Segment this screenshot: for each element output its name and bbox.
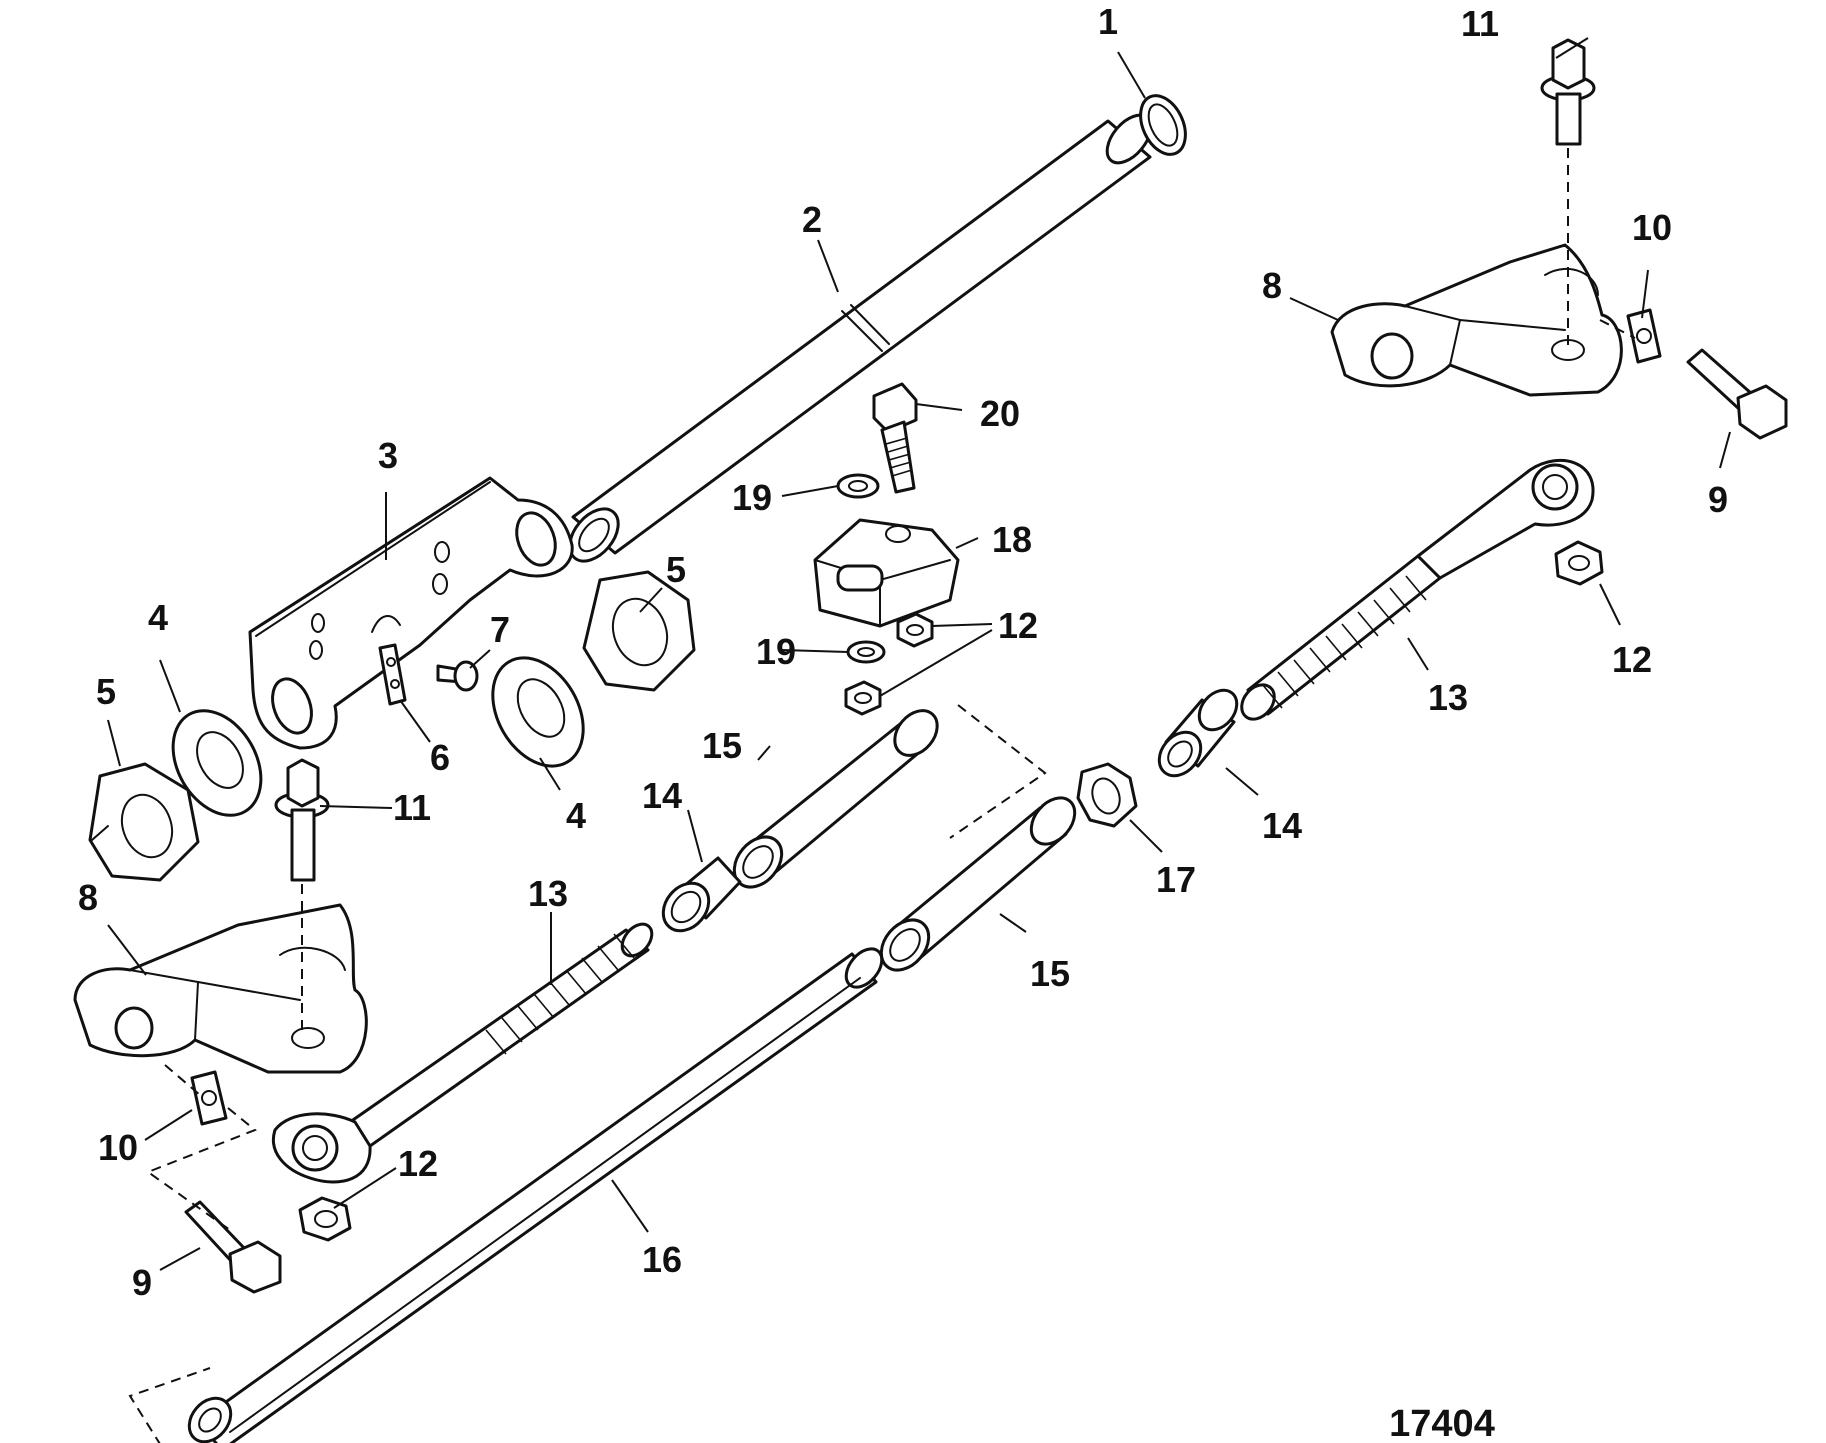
part-5-hex-nut-right xyxy=(582,570,696,692)
part-10-clip-right xyxy=(1626,308,1662,364)
callout-6: 6 xyxy=(430,737,450,778)
callout-15: 15 xyxy=(702,725,742,766)
part-2-tube xyxy=(568,113,1153,563)
callout-4: 4 xyxy=(148,597,168,638)
callout-14: 14 xyxy=(642,775,682,816)
part-8-yoke-left xyxy=(73,903,368,1074)
callout-5: 5 xyxy=(96,671,116,712)
part-11-flange-bolt-left xyxy=(274,758,330,882)
part-6-plate xyxy=(378,643,407,706)
callout-12: 12 xyxy=(1612,639,1652,680)
part-17-nut xyxy=(1076,762,1138,828)
figure-number: 17404 xyxy=(1389,1403,1495,1443)
part-8-yoke-right xyxy=(1330,243,1623,397)
callout-1: 1 xyxy=(1098,1,1118,42)
part-3-bracket xyxy=(248,476,574,750)
part-13-rod-end-right xyxy=(1240,459,1595,721)
callout-8: 8 xyxy=(1262,265,1282,306)
callout-9: 9 xyxy=(132,1262,152,1303)
callout-11: 11 xyxy=(393,787,431,828)
callout-17: 17 xyxy=(1156,859,1196,900)
part-1-o-ring xyxy=(1139,94,1187,156)
part-18-clamp-block xyxy=(813,518,960,628)
callout-16: 16 xyxy=(642,1239,682,1280)
part-13-rod-end-left xyxy=(272,922,654,1184)
leader-lines xyxy=(107,37,1731,1271)
part-15-spacer-lower xyxy=(879,796,1077,972)
part-4-washer-right xyxy=(491,656,585,768)
callout-15: 15 xyxy=(1030,953,1070,994)
part-19-washer-upper xyxy=(836,473,880,499)
callout-7: 7 xyxy=(490,609,510,650)
part-11-flange-bolt-right xyxy=(1540,38,1596,146)
part-14-bushing-right xyxy=(1157,688,1239,778)
callout-19: 19 xyxy=(756,631,796,672)
part-4-washer-left xyxy=(171,709,263,817)
callout-14: 14 xyxy=(1262,805,1302,846)
part-5-hex-nut-left xyxy=(88,762,200,882)
part-20-bolt xyxy=(872,382,918,494)
part-7-screw xyxy=(436,660,479,692)
part-12-nut-middle xyxy=(844,680,882,716)
callout-11: 11 xyxy=(1461,3,1499,44)
callout-5: 5 xyxy=(666,549,686,590)
part-10-clip-left xyxy=(190,1070,228,1126)
callout-18: 18 xyxy=(992,519,1032,560)
callout-3: 3 xyxy=(378,435,398,476)
callout-10: 10 xyxy=(1632,207,1672,248)
part-12-nut-left xyxy=(298,1196,352,1242)
callout-19: 19 xyxy=(732,477,772,518)
callout-12: 12 xyxy=(398,1143,438,1184)
callout-20: 20 xyxy=(980,393,1020,434)
callout-8: 8 xyxy=(78,877,98,918)
part-12-nut-upper xyxy=(896,612,934,648)
assembly-dashed-lines xyxy=(128,148,1636,1443)
callout-4: 4 xyxy=(566,795,586,836)
part-14-bushing-left xyxy=(661,856,742,933)
callout-9: 9 xyxy=(1708,479,1728,520)
part-16-rod xyxy=(187,947,884,1443)
part-12-nut-right xyxy=(1554,540,1604,586)
callout-13: 13 xyxy=(1428,677,1468,718)
callout-10: 10 xyxy=(98,1127,138,1168)
callout-2: 2 xyxy=(802,199,822,240)
part-19-washer-lower xyxy=(846,640,886,664)
callout-12: 12 xyxy=(998,605,1038,646)
part-9-bolt-right xyxy=(1686,348,1788,440)
part-15-spacer-upper xyxy=(732,709,939,889)
part-9-bolt-left xyxy=(184,1200,282,1294)
callout-labels: 1 2 3 4 4 5 5 6 7 8 8 9 9 10 10 11 11 12… xyxy=(78,1,1728,1443)
callout-13: 13 xyxy=(528,873,568,914)
